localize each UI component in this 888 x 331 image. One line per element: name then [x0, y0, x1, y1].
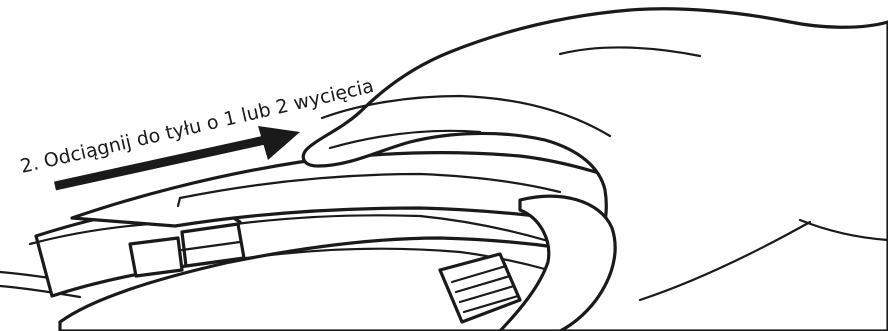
side-button-front [130, 238, 182, 276]
